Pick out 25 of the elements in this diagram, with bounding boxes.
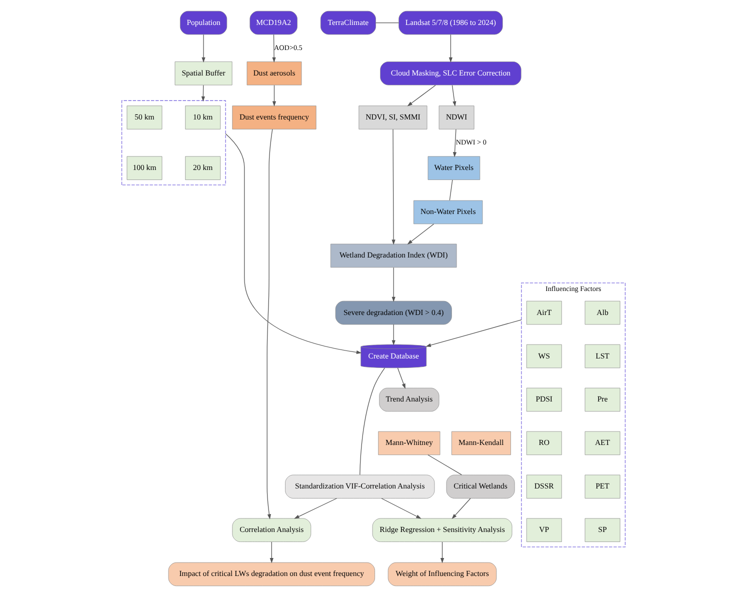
arrow xyxy=(440,542,444,564)
arrow xyxy=(380,498,421,519)
arrow xyxy=(391,129,395,245)
arrow xyxy=(451,84,456,106)
arrow xyxy=(406,84,436,106)
arrow xyxy=(396,368,405,389)
arrow xyxy=(269,542,273,564)
connector xyxy=(359,368,384,476)
arrow xyxy=(294,498,337,519)
arrow xyxy=(201,34,205,63)
arrow xyxy=(266,128,272,520)
arrow xyxy=(452,129,456,158)
arrow xyxy=(272,34,276,63)
connector xyxy=(375,22,398,24)
cluster xyxy=(120,100,226,186)
arrow xyxy=(425,319,522,347)
arrow xyxy=(391,324,395,346)
arrow xyxy=(448,34,452,63)
arrow xyxy=(391,267,395,302)
arrow xyxy=(451,498,470,520)
arrow xyxy=(200,84,204,102)
connector xyxy=(427,454,462,476)
arrow xyxy=(272,84,276,107)
arrow xyxy=(406,224,434,244)
connector xyxy=(448,180,452,201)
